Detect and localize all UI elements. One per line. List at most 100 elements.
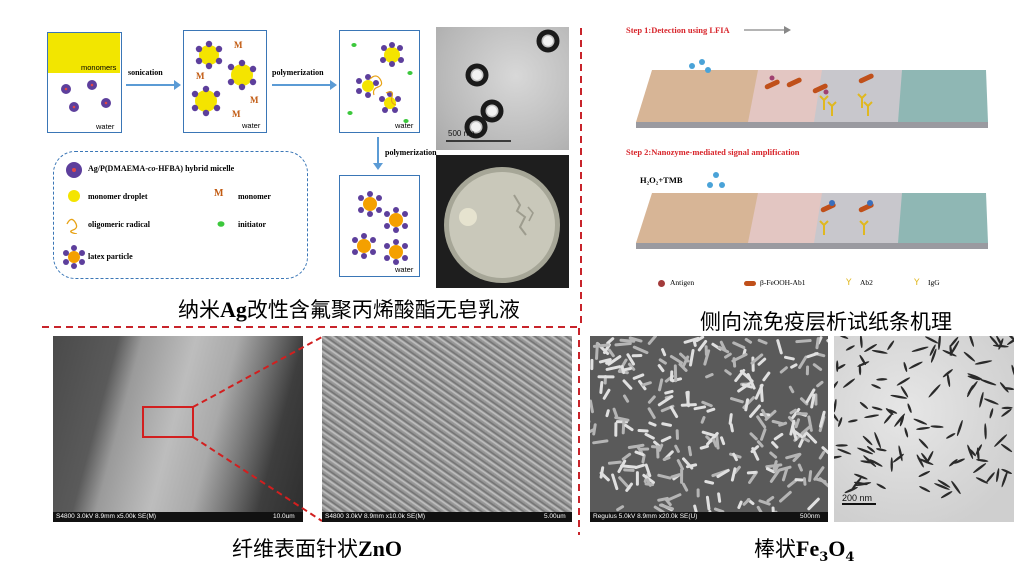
reagent-label: H₂O₂+TMB — [640, 175, 683, 185]
sem-rod — [756, 415, 767, 429]
m-letter-2: M — [196, 71, 205, 81]
sem-rod — [750, 353, 764, 365]
ab2-icon: Y — [846, 278, 852, 288]
tem-rod — [896, 377, 911, 386]
sem-rod — [729, 423, 734, 433]
sem-rod — [605, 409, 610, 418]
tem-rod — [1003, 387, 1014, 390]
sem-rod — [717, 492, 722, 503]
sem-rod — [773, 432, 784, 441]
sem-rod — [687, 445, 693, 457]
sem-rod — [766, 495, 775, 503]
tem-rod — [838, 417, 843, 427]
tem-rod — [834, 455, 842, 459]
sem-rod — [616, 505, 625, 512]
latex-particles — [352, 191, 408, 265]
scheme-box-initial: monomers water — [47, 32, 122, 133]
sem-rod — [642, 473, 655, 484]
ab1-icon — [744, 281, 756, 286]
tem-rod — [1001, 470, 1008, 488]
tem-rod — [984, 398, 999, 405]
caption-panel-b: 侧向流免疫层析试纸条机理 — [700, 310, 952, 334]
sem-rod — [661, 348, 667, 357]
tem-rod — [948, 458, 958, 467]
sem-rod — [799, 397, 809, 406]
sem-rod — [611, 473, 619, 491]
tem-rod — [946, 433, 956, 439]
sem-rod — [590, 399, 594, 414]
sonication-label: sonication — [128, 68, 163, 77]
sem-rod — [724, 369, 732, 376]
sem-rod — [808, 470, 813, 483]
tem-rod — [867, 446, 876, 453]
tem-rod — [837, 336, 849, 339]
sem-rod — [781, 466, 789, 482]
sem-rod — [614, 416, 630, 422]
sem-rod — [634, 450, 645, 457]
sem-rod — [787, 479, 798, 488]
water-label: water — [96, 122, 115, 131]
polymerization-label-1: polymerization — [272, 68, 324, 77]
sem-rod — [757, 357, 767, 366]
tem-fe3o4-scale: 200 nm — [842, 493, 873, 503]
antigen-icon — [658, 280, 665, 287]
sem-rod — [744, 337, 753, 344]
sem-rod — [675, 429, 679, 440]
sem-rod — [815, 337, 820, 350]
legend-radical-label: oligomeric radical — [88, 220, 150, 229]
sem-rod — [712, 438, 718, 448]
legend-initiator-label: initiator — [238, 220, 266, 229]
sem-rod — [703, 349, 711, 366]
polymerization-label-2: polymerization — [385, 148, 437, 157]
sem3-scale: 500nm — [800, 513, 820, 520]
tem-rod — [926, 450, 934, 464]
sem-rod — [657, 473, 672, 480]
sem-rod — [765, 463, 783, 469]
sem1-bar — [53, 512, 303, 522]
sem-rod — [620, 464, 637, 469]
tem-rod — [883, 413, 893, 424]
sem-rod — [788, 385, 795, 394]
sem-rod — [810, 393, 816, 409]
sem-rod — [606, 337, 615, 345]
tem-rod — [928, 384, 941, 398]
sem-rod — [797, 463, 803, 472]
sem-rod — [789, 408, 798, 415]
tem-rod — [967, 444, 974, 460]
sem-rod — [669, 355, 683, 365]
legend-latex-label: latex particle — [88, 252, 133, 261]
caption-panel-d: 棒状Fe3O4 — [754, 536, 855, 566]
tem-rod — [979, 391, 984, 408]
tem-rod — [917, 457, 934, 465]
tem-rod — [858, 364, 862, 376]
tem-rod — [887, 340, 895, 351]
tem-rod — [857, 361, 870, 367]
sem-rod — [704, 345, 708, 357]
tem-rod — [853, 473, 868, 480]
tem-rod — [919, 486, 931, 493]
sem-rod — [800, 424, 813, 435]
sem-rod — [776, 339, 783, 355]
tem-rod — [864, 414, 880, 418]
sem-rod — [804, 431, 818, 444]
sem-rod — [744, 398, 750, 412]
sem-rod — [798, 431, 808, 448]
legend-ab2: Ab2 — [860, 278, 873, 287]
sem-rod — [614, 422, 618, 437]
legend-hybrid-label: Ag/P(DMAEMA-co-HFBA) hybrid micelle — [88, 164, 235, 173]
tem-rod — [996, 468, 1000, 483]
scheme-box-sonicated: M M M M water — [183, 30, 267, 133]
sem-rod — [626, 353, 636, 366]
tem-rod — [836, 364, 846, 370]
legend-igg: IgG — [928, 278, 940, 287]
tem-rod — [834, 381, 839, 392]
sem-rod — [676, 459, 684, 471]
legend-m-icon: M — [214, 188, 224, 199]
tem-rod — [938, 336, 941, 350]
sem-rod — [700, 416, 706, 424]
sem-rod — [769, 451, 778, 459]
sem-rod — [779, 490, 792, 503]
sem-rod — [627, 443, 645, 450]
sem-rod — [647, 407, 656, 420]
